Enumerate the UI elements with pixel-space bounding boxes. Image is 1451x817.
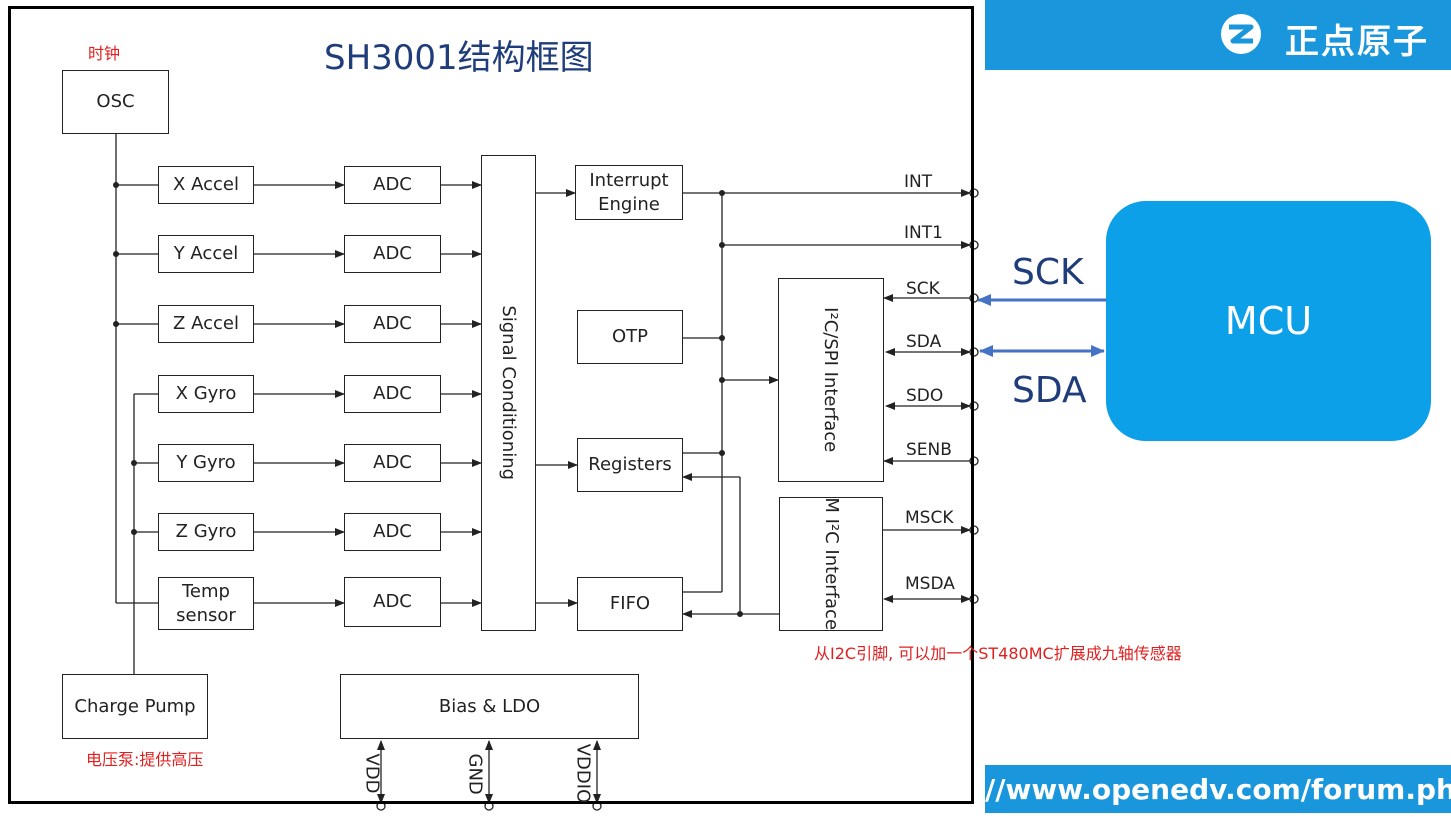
clock-note: 时钟 xyxy=(88,44,121,63)
charge-pump-block: Charge Pump xyxy=(62,674,208,739)
diagram-title: SH3001结构框图 xyxy=(324,38,594,78)
fifo-block: FIFO xyxy=(577,577,683,631)
adc-block: ADC xyxy=(344,577,441,627)
pin-label-msda: MSDA xyxy=(905,574,955,594)
interrupt-engine-block: Interrupt Engine xyxy=(575,165,683,220)
pin-label-int: INT xyxy=(904,172,933,192)
power-pin-vddio: VDDIO xyxy=(572,743,594,804)
brand-logo-icon xyxy=(1221,14,1261,54)
x-gyro-block: X Gyro xyxy=(158,375,254,413)
adc-block: ADC xyxy=(344,305,441,343)
bias-ldo-block: Bias & LDO xyxy=(340,674,639,739)
brand-name: 正点原子 xyxy=(1285,22,1429,62)
mcu-sda-label: SDA xyxy=(1012,370,1087,411)
signal-conditioning-block: Signal Conditioning xyxy=(481,155,536,631)
adc-block: ADC xyxy=(344,166,441,204)
otp-block: OTP xyxy=(577,310,683,364)
power-pin-gnd: GND xyxy=(464,753,486,795)
brand-banner: 正点原子 xyxy=(985,0,1451,70)
power-pin-vdd: VDD xyxy=(361,753,383,794)
forum-url: //www.openedv.com/forum.php xyxy=(985,772,1451,806)
registers-block: Registers xyxy=(577,438,683,492)
pin-label-senb: SENB xyxy=(906,440,952,460)
pin-label-int1: INT1 xyxy=(904,223,943,243)
pin-label-sdo: SDO xyxy=(906,386,944,406)
forum-url-bar: //www.openedv.com/forum.php xyxy=(985,765,1451,813)
i2c-note: 从I2C引脚, 可以加一个ST480MC扩展成九轴传感器 xyxy=(814,644,1182,663)
i2c-spi-label: I²C/SPI Interface xyxy=(820,307,842,453)
y-gyro-block: Y Gyro xyxy=(158,444,254,482)
z-gyro-block: Z Gyro xyxy=(158,513,254,551)
adc-block: ADC xyxy=(344,444,441,482)
pin-label-msck: MSCK xyxy=(905,508,954,528)
adc-block: ADC xyxy=(344,513,441,551)
pin-label-sda: SDA xyxy=(906,332,942,352)
i2c-spi-interface-block: I²C/SPI Interface xyxy=(778,278,884,482)
temp-sensor-block: Temp sensor xyxy=(158,577,254,630)
mi2c-interface-block: M I²C Interface xyxy=(779,497,883,631)
mcu-sck-label: SCK xyxy=(1012,252,1084,293)
osc-block: OSC xyxy=(62,70,169,134)
chip-outline xyxy=(8,6,974,804)
x-accel-block: X Accel xyxy=(158,166,254,204)
mcu-block: MCU xyxy=(1106,201,1431,441)
z-accel-block: Z Accel xyxy=(158,305,254,343)
pump-note: 电压泵:提供高压 xyxy=(86,750,204,769)
mi2c-label: M I²C Interface xyxy=(820,497,842,631)
adc-block: ADC xyxy=(344,235,441,273)
pin-label-sck: SCK xyxy=(906,279,940,299)
y-accel-block: Y Accel xyxy=(158,235,254,273)
signal-conditioning-label: Signal Conditioning xyxy=(498,305,520,481)
adc-block: ADC xyxy=(344,375,441,413)
